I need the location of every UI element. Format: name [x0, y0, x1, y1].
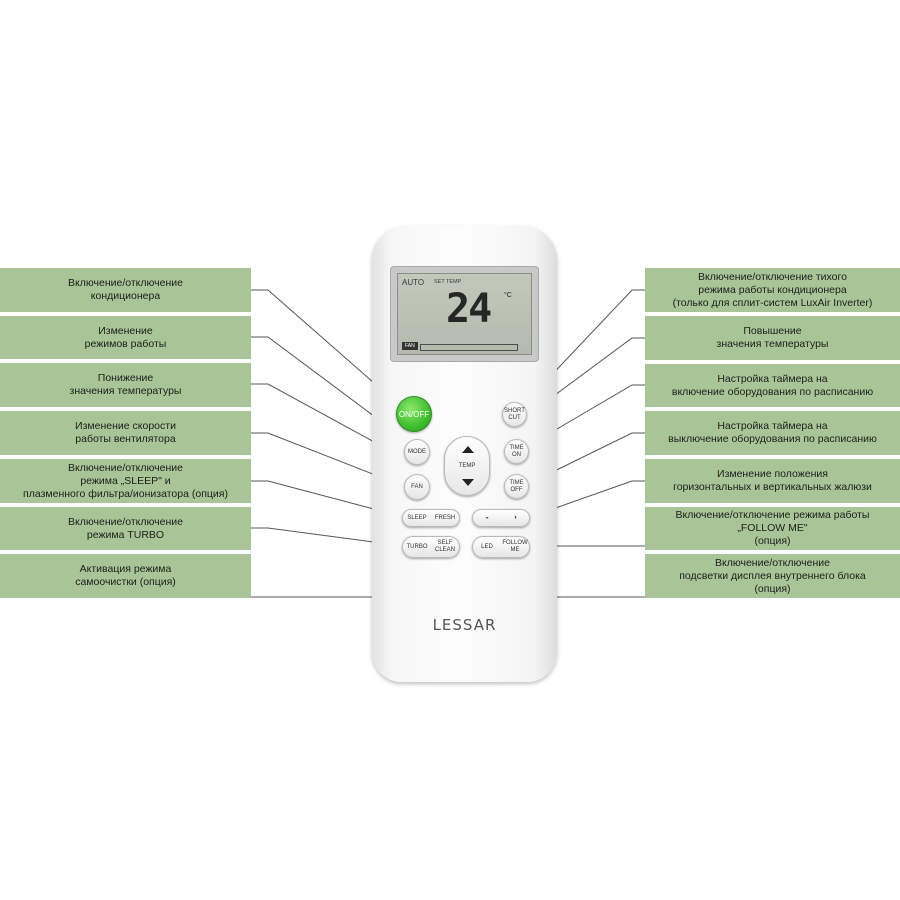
label-text: Настройка таймера на выключение оборудов… — [668, 420, 877, 445]
label-time-off: Настройка таймера на выключение оборудов… — [645, 411, 900, 455]
leader-fan — [251, 432, 407, 488]
button-label: TIME OFF — [509, 479, 524, 493]
button-label: FAN — [411, 483, 423, 490]
leader-time-on — [527, 384, 645, 447]
on-off-button[interactable]: ON/OFF — [396, 396, 432, 432]
label-time-on: Настройка таймера на включение оборудова… — [645, 364, 900, 407]
label-text: Понижение значения температуры — [69, 372, 182, 397]
label-text: Включение/отключение режима „SLEEP" и пл… — [23, 461, 228, 500]
lcd-display: AUTO SET TEMP 24 °C FAN — [397, 273, 532, 355]
label-short-cut: Включение/отключение тихого режима работ… — [645, 268, 900, 312]
fresh-button[interactable]: FRESH — [434, 514, 456, 521]
leader-short-cut — [527, 289, 645, 401]
led-followme-button[interactable]: LED FOLLOW ME — [472, 536, 530, 558]
label-self-clean: Активация режима самоочистки (опция) — [0, 554, 251, 598]
label-mode: Изменение режимов работы — [0, 316, 251, 359]
remote-control: AUTO SET TEMP 24 °C FAN ON/OFF SHORT CUT… — [372, 226, 557, 682]
follow-me-button[interactable]: FOLLOW ME — [502, 540, 528, 553]
label-on-off: Включение/отключение кондиционера — [0, 268, 251, 312]
leader-sleep — [251, 480, 405, 518]
button-label: ON/OFF — [398, 409, 430, 419]
display-unit: °C — [504, 292, 512, 299]
led-button[interactable]: LED — [481, 543, 493, 550]
vertical-louver-icon[interactable]: ◒ — [485, 514, 489, 521]
self-clean-button[interactable]: SELF CLEAN — [434, 540, 455, 553]
sleep-fresh-button[interactable]: SLEEP FRESH — [402, 509, 460, 527]
display-fan-label: FAN — [402, 342, 418, 350]
label-text: Включение/отключение тихого режима работ… — [672, 270, 873, 309]
label-sleep: Включение/отключение режима „SLEEP" и пл… — [0, 459, 251, 503]
button-label: MODE — [408, 448, 426, 455]
label-turbo: Включение/отключение режима TURBO — [0, 507, 251, 550]
label-text: Изменение положения горизонтальных и вер… — [673, 468, 872, 493]
display-set-temp-label: SET TEMP — [434, 279, 462, 285]
turbo-selfclean-button[interactable]: TURBO SELF CLEAN — [402, 536, 460, 558]
label-text: Включение/отключение подсветки дисплея в… — [679, 556, 866, 595]
sleep-button[interactable]: SLEEP — [407, 514, 427, 521]
louver-button[interactable]: ◒ ◑ — [472, 509, 530, 527]
leader-louver — [529, 480, 645, 518]
leader-mode — [251, 336, 407, 441]
display-fan-bar — [420, 344, 518, 351]
button-label: TEMP — [458, 462, 476, 469]
label-temp-up: Повышение значения температуры — [645, 316, 900, 360]
label-led: Включение/отключение подсветки дисплея в… — [645, 554, 900, 598]
turbo-button[interactable]: TURBO — [406, 543, 428, 550]
temp-button[interactable]: TEMP — [444, 436, 490, 496]
short-cut-button[interactable]: SHORT CUT — [502, 402, 527, 427]
label-follow-me: Включение/отключение режима работы „FOLL… — [645, 507, 900, 550]
label-text: Изменение режимов работы — [84, 324, 167, 350]
label-text: Повышение значения температуры — [716, 325, 829, 350]
label-text: Активация режима самоочистки (опция) — [75, 563, 176, 588]
leader-turbo — [251, 527, 405, 547]
display-temperature: 24 — [446, 286, 492, 332]
display-mode: AUTO — [402, 278, 425, 287]
temp-down-arrow-icon[interactable] — [462, 479, 474, 486]
label-text: Настройка таймера на включение оборудова… — [671, 372, 874, 398]
fan-button[interactable]: FAN — [404, 474, 430, 500]
time-off-button[interactable]: TIME OFF — [504, 474, 529, 499]
label-text: Включение/отключение режима TURBO — [68, 515, 183, 541]
time-on-button[interactable]: TIME ON — [504, 439, 529, 464]
button-label: SHORT CUT — [504, 407, 525, 421]
label-louver: Изменение положения горизонтальных и вер… — [645, 459, 900, 503]
button-label: TIME ON — [509, 444, 524, 458]
leader-on-off — [251, 289, 399, 405]
label-fan-speed: Изменение скорости работы вентилятора — [0, 411, 251, 455]
label-temp-down: Понижение значения температуры — [0, 363, 251, 407]
label-text: Изменение скорости работы вентилятора — [75, 420, 176, 445]
mode-button[interactable]: MODE — [404, 439, 430, 465]
display-frame: AUTO SET TEMP 24 °C FAN — [390, 266, 539, 362]
horizontal-louver-icon[interactable]: ◑ — [513, 514, 517, 521]
temp-up-arrow-icon[interactable] — [462, 446, 474, 453]
label-text: Включение/отключение кондиционера — [68, 277, 183, 302]
label-text: Включение/отключение режима работы „FOLL… — [675, 509, 870, 547]
leader-time-off — [527, 432, 645, 485]
brand-logo: LESSAR — [432, 616, 497, 634]
